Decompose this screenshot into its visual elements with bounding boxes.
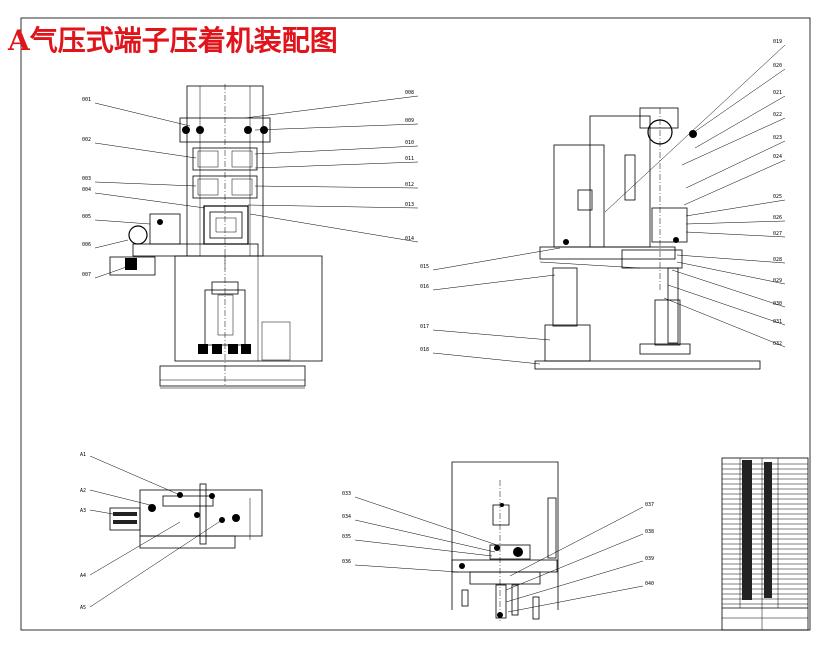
label-front-004: 004: [82, 187, 91, 193]
front-view: [109, 84, 323, 389]
label-front-014: 014: [405, 236, 414, 242]
label-side-032: 032: [773, 341, 782, 347]
label-b-040: 040: [645, 581, 654, 587]
front-view-leaders-left: 001 002 003 004 005 006 007: [82, 97, 206, 279]
label-a3: A3: [80, 508, 86, 514]
label-side-021: 021: [773, 90, 782, 96]
label-side-029: 029: [773, 278, 782, 284]
label-side-023: 023: [773, 135, 782, 141]
label-side-016: 016: [420, 284, 429, 290]
label-b-035: 035: [342, 534, 351, 540]
label-b-039: 039: [645, 556, 654, 562]
detail-b-view: [451, 461, 559, 622]
label-front-005: 005: [82, 214, 91, 220]
label-a4: A4: [80, 573, 86, 579]
label-side-025: 025: [773, 194, 782, 200]
label-front-012: 012: [405, 182, 414, 188]
detail-a-view: [109, 483, 263, 549]
side-view: [534, 107, 761, 370]
side-view-leaders-left: 015 016 017 018: [420, 247, 561, 365]
label-b-034: 034: [342, 514, 351, 520]
detail-a-leaders: A1 A2 A3 A4 A5: [80, 452, 223, 611]
label-side-022: 022: [773, 112, 782, 118]
label-a1: A1: [80, 452, 86, 458]
label-side-015: 015: [420, 264, 429, 270]
label-front-006: 006: [82, 242, 91, 248]
label-side-027: 027: [773, 231, 782, 237]
label-a5: A5: [80, 605, 86, 611]
label-b-038: 038: [645, 529, 654, 535]
label-front-013: 013: [405, 202, 414, 208]
label-b-036: 036: [342, 559, 351, 565]
label-side-028: 028: [773, 257, 782, 263]
label-side-031: 031: [773, 319, 782, 325]
detail-b-leaders: 033 034 035 036 037 038 039 040: [342, 491, 654, 613]
drawing-border: [20, 17, 811, 631]
front-view-leaders-right: 008 009 010 011 012 013 014: [244, 90, 419, 243]
label-front-001: 001: [82, 97, 91, 103]
label-b-033: 033: [342, 491, 351, 497]
label-side-017: 017: [420, 324, 429, 330]
side-view-leaders-right: 019 020 021 022 023 024 025 026 027 028 …: [604, 39, 786, 348]
label-front-002: 002: [82, 137, 91, 143]
label-side-020: 020: [773, 63, 782, 69]
label-front-010: 010: [405, 140, 414, 146]
parts-list-table: [721, 457, 809, 631]
label-b-037: 037: [645, 502, 654, 508]
label-a2: A2: [80, 488, 86, 494]
label-front-011: 011: [405, 156, 414, 162]
label-front-007: 007: [82, 272, 91, 278]
label-side-026: 026: [773, 215, 782, 221]
label-side-018: 018: [420, 347, 429, 353]
drawing-title: A气压式端子压着机装配图: [7, 24, 338, 57]
label-front-003: 003: [82, 176, 91, 182]
label-side-024: 024: [773, 154, 782, 160]
label-side-019: 019: [773, 39, 782, 45]
label-side-030: 030: [773, 301, 782, 307]
label-front-008: 008: [405, 90, 414, 96]
label-front-009: 009: [405, 118, 414, 124]
